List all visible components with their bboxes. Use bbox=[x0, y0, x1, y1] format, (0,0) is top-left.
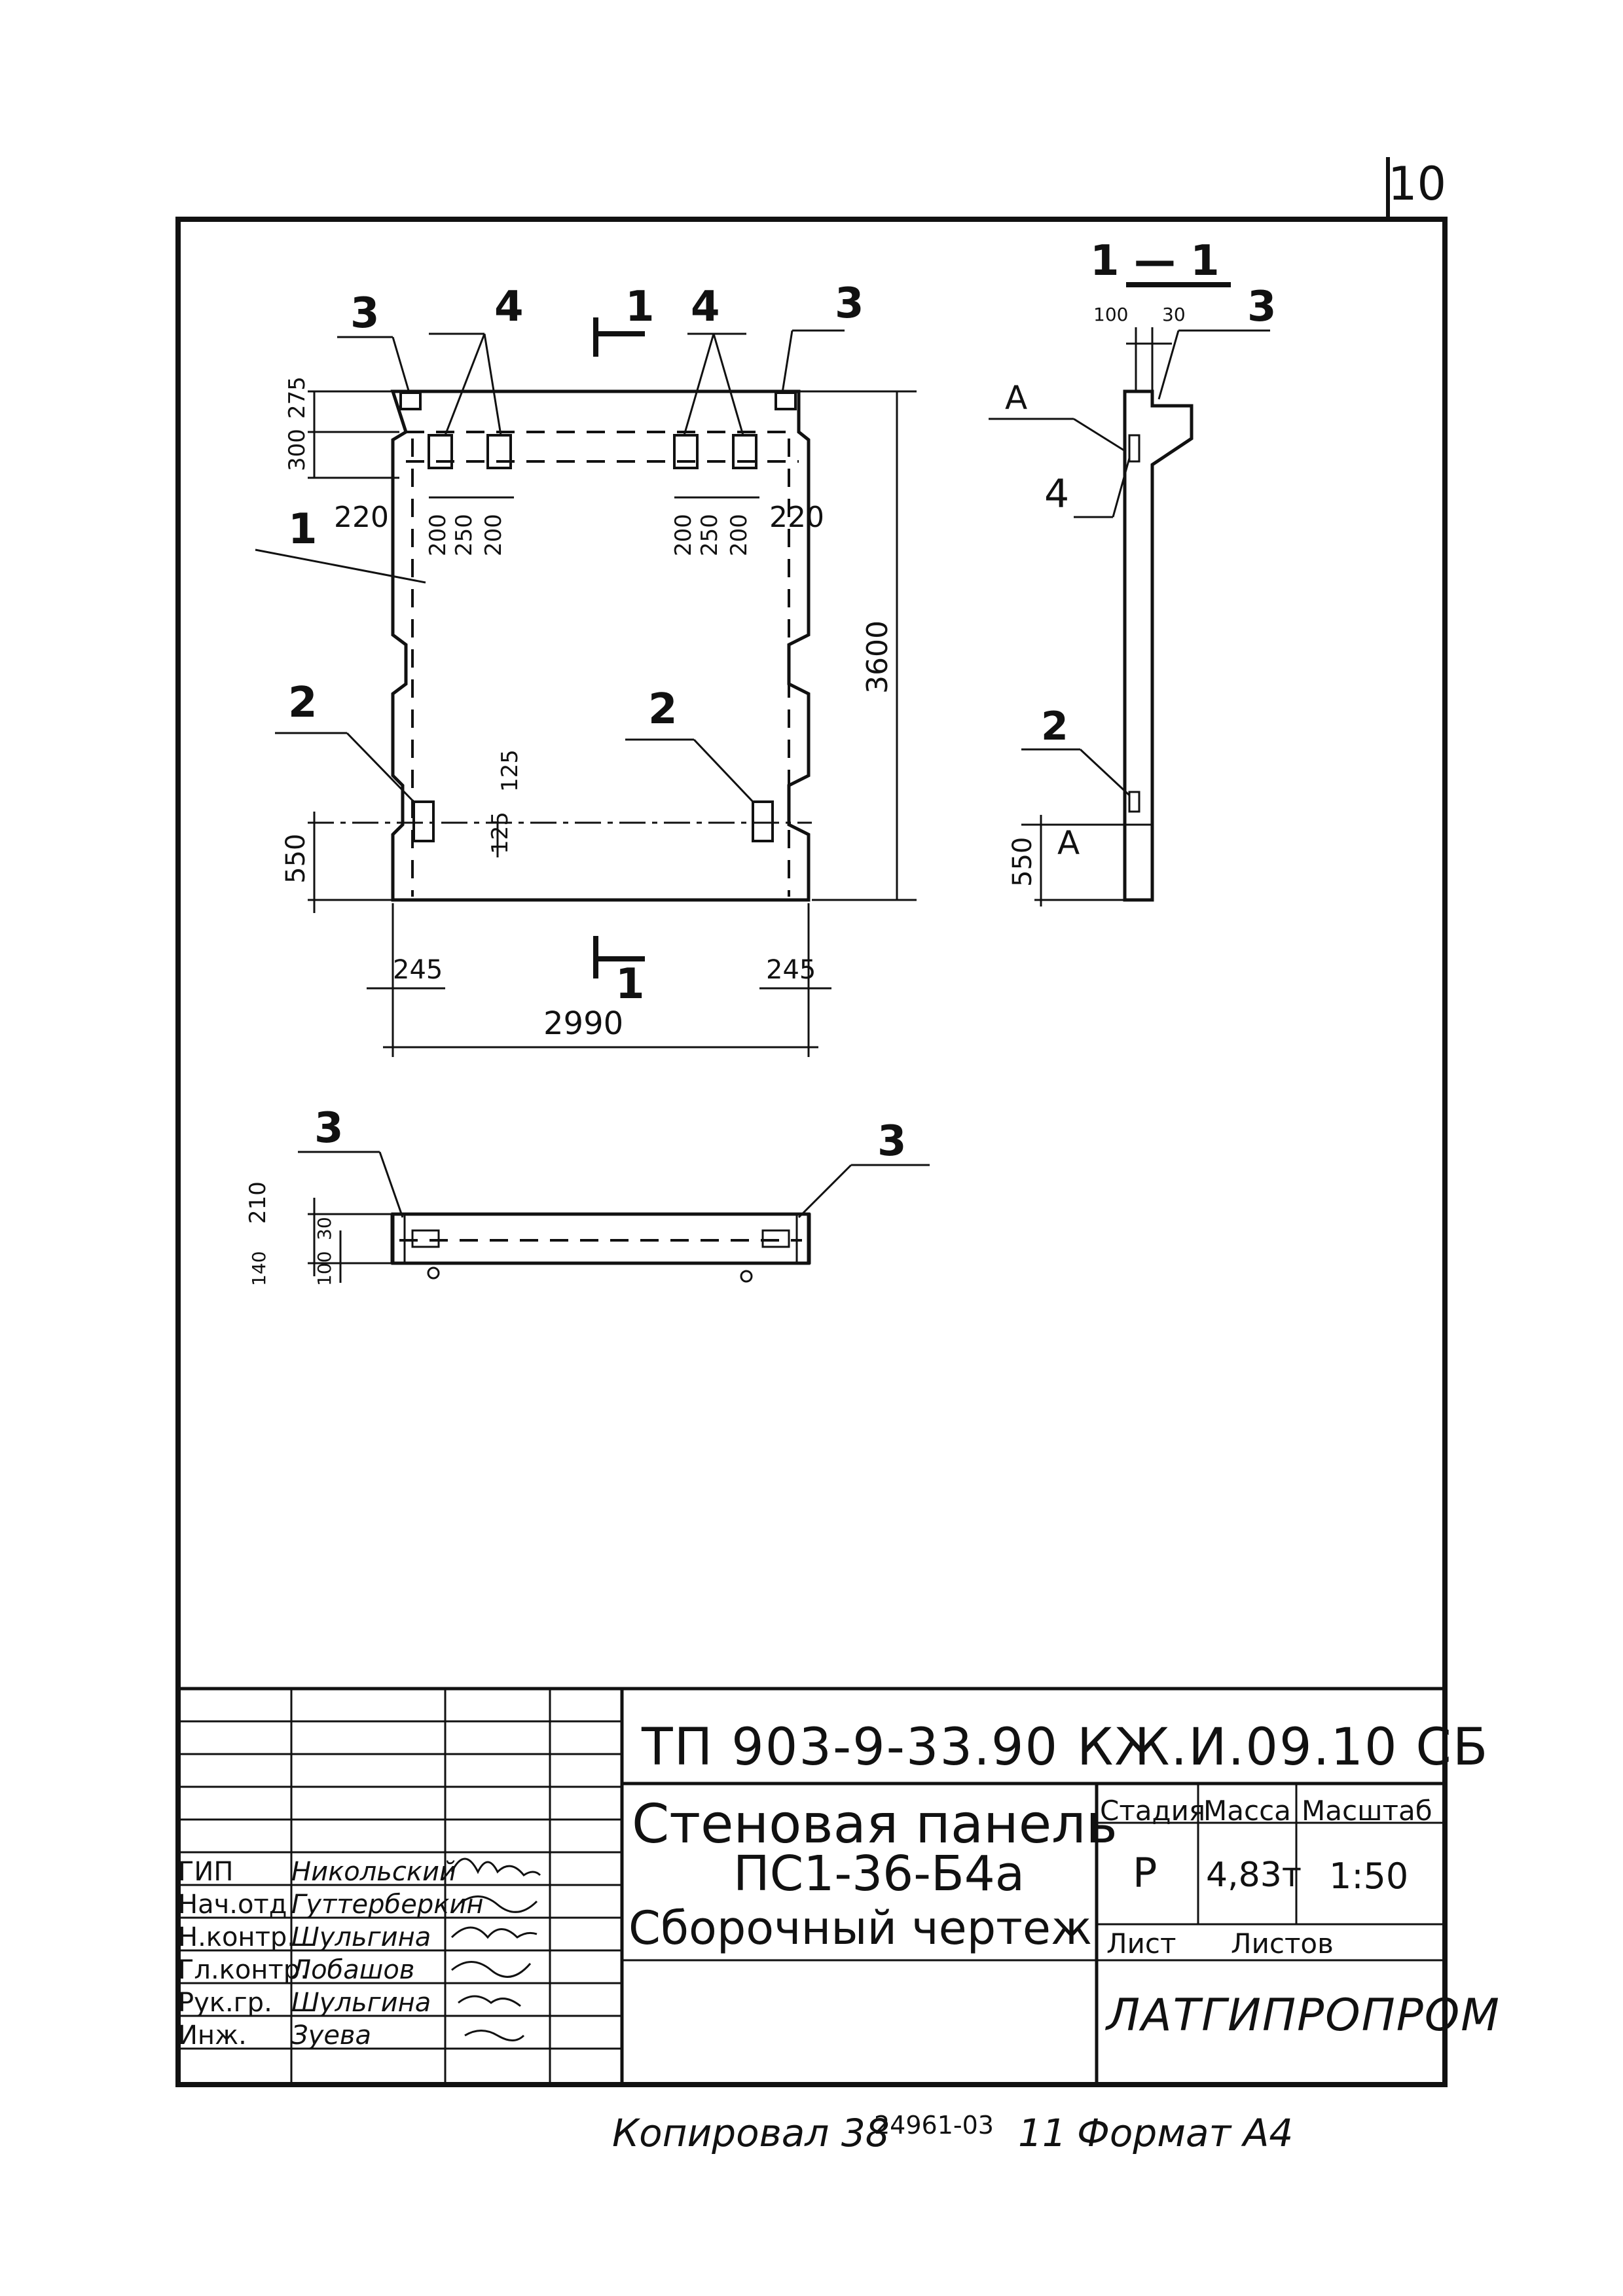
edge-labels: 210 30 100 140 3 3 bbox=[245, 1104, 907, 1286]
plan-leaders bbox=[255, 329, 845, 803]
signature-scribbles bbox=[450, 1857, 541, 2041]
sig-name-gip: Никольский bbox=[291, 1857, 456, 1887]
sig-name-glkontr: Лобашов bbox=[291, 1955, 415, 1985]
scale-value: 1:50 bbox=[1329, 1856, 1409, 1897]
organization-name: ЛАТГИПРОПРОМ bbox=[1106, 1990, 1501, 2041]
dim-2990: 2990 bbox=[543, 1005, 623, 1042]
edge-dim-100: 100 bbox=[314, 1251, 335, 1286]
stage-header: Стадия bbox=[1100, 1795, 1206, 1827]
footer-copied-label: Копировал bbox=[612, 2111, 830, 2155]
drawing-title-line1: Стеновая панель bbox=[632, 1793, 1118, 1856]
sheet-number: 10 bbox=[1388, 157, 1447, 211]
doc-code: КЖ.И.09.10 СБ bbox=[1077, 1718, 1489, 1777]
sheets-label: Листов bbox=[1231, 1928, 1334, 1960]
sig-role-inzh: Инж. bbox=[178, 2020, 247, 2051]
sig-role-gip: ГИП bbox=[178, 1857, 234, 1887]
plan-panel bbox=[390, 389, 811, 902]
edge-callout-3-left: 3 bbox=[314, 1104, 344, 1153]
callout-4-left: 4 bbox=[494, 283, 524, 331]
sig-name-nkontr: Шульгина bbox=[291, 1922, 431, 1952]
plan-callouts: 3 4 1 4 3 1 2 2 1 bbox=[288, 279, 864, 1009]
sig-role-rukgr: Рук.гр. bbox=[178, 1988, 272, 2018]
dim-125-h: 125 bbox=[487, 812, 513, 854]
dim-200-d: 200 bbox=[726, 514, 752, 556]
footer-copied-mark: 38 bbox=[841, 2111, 890, 2155]
sig-role-nach: Нач.отд bbox=[178, 1890, 287, 1920]
edge-view bbox=[298, 1151, 930, 1283]
section-callout-4: 4 bbox=[1044, 471, 1069, 517]
sig-role-nkontr: Н.контр. bbox=[178, 1922, 295, 1952]
plan-dim-labels: 275 300 220 200 250 200 200 250 200 220 … bbox=[281, 376, 894, 1042]
callout-cut-1-top: 1 bbox=[625, 283, 655, 331]
dim-200-a: 200 bbox=[425, 514, 451, 556]
dim-125-v: 125 bbox=[497, 749, 523, 792]
footer-format: Формат А4 bbox=[1077, 2111, 1294, 2155]
dim-220-left: 220 bbox=[334, 501, 389, 534]
edge-dim-30: 30 bbox=[314, 1217, 335, 1240]
sheet-label: Лист bbox=[1106, 1928, 1176, 1960]
section-mark-a-bottom: А bbox=[1057, 824, 1080, 862]
footer-num: 11 bbox=[1018, 2111, 1067, 2155]
cut-marks bbox=[593, 317, 645, 978]
dim-275: 275 bbox=[284, 376, 310, 419]
section-labels: 1 — 1 100 30 550 3 4 2 А А bbox=[1005, 237, 1277, 887]
dim-200-c: 200 bbox=[670, 514, 697, 556]
dim-3600: 3600 bbox=[861, 620, 894, 694]
callout-2-left: 2 bbox=[288, 679, 318, 727]
mass-value: 4,83т bbox=[1206, 1856, 1302, 1895]
mass-header: Масса bbox=[1203, 1795, 1291, 1827]
drawing-title-line3: Сборочный чертеж bbox=[629, 1901, 1093, 1955]
section-dim-30: 30 bbox=[1162, 304, 1186, 325]
section-callout-3: 3 bbox=[1247, 283, 1277, 331]
footer-order: 24961-03 bbox=[874, 2111, 994, 2140]
dim-250-b: 250 bbox=[697, 514, 723, 556]
callout-4-right: 4 bbox=[691, 283, 720, 331]
section-view bbox=[989, 282, 1270, 906]
sig-name-rukgr: Шульгина bbox=[291, 1988, 431, 2018]
section-title: 1 — 1 bbox=[1090, 237, 1220, 285]
plan-dimensions bbox=[308, 390, 917, 1057]
stage-value: Р bbox=[1133, 1849, 1158, 1897]
section-mark-a-top: А bbox=[1005, 379, 1027, 417]
section-dim-100: 100 bbox=[1093, 304, 1128, 325]
dim-245-left: 245 bbox=[393, 955, 443, 985]
plan-dashed-lines bbox=[406, 431, 799, 897]
dim-245-right: 245 bbox=[766, 955, 816, 985]
title-block-grid bbox=[178, 1687, 1445, 2085]
edge-dim-140: 140 bbox=[248, 1251, 270, 1286]
sig-role-glkontr: Гл.контр. bbox=[178, 1955, 308, 1985]
sheet-frame bbox=[175, 217, 1448, 2087]
project-code: ТП 903-9-33.90 bbox=[642, 1718, 1059, 1777]
callout-3-right: 3 bbox=[835, 279, 864, 328]
plan-embeds-top bbox=[399, 391, 797, 469]
footer-copied: Копировал 38 bbox=[612, 2111, 890, 2155]
scale-header: Масштаб bbox=[1302, 1795, 1432, 1827]
edge-dim-210: 210 bbox=[245, 1181, 271, 1224]
section-dim-550: 550 bbox=[1008, 837, 1038, 887]
section-callout-2: 2 bbox=[1041, 704, 1068, 749]
dim-550: 550 bbox=[281, 834, 311, 884]
callout-1-panel: 1 bbox=[288, 505, 318, 554]
dim-220-right: 220 bbox=[769, 501, 824, 534]
sig-name-nach: Гуттерберкин bbox=[291, 1890, 484, 1920]
callout-2-right: 2 bbox=[648, 685, 678, 734]
dim-250-a: 250 bbox=[451, 514, 477, 556]
dim-200-b: 200 bbox=[481, 514, 507, 556]
edge-callout-3-right: 3 bbox=[877, 1117, 907, 1166]
dim-300: 300 bbox=[284, 429, 310, 471]
callout-3-left: 3 bbox=[350, 289, 380, 338]
callout-cut-1-bottom: 1 bbox=[615, 960, 645, 1009]
drawing-title-line2: ПС1-36-Б4а bbox=[733, 1846, 1025, 1902]
sig-name-inzh: Зуева bbox=[291, 2020, 372, 2051]
plan-embeds-bottom bbox=[412, 800, 774, 842]
